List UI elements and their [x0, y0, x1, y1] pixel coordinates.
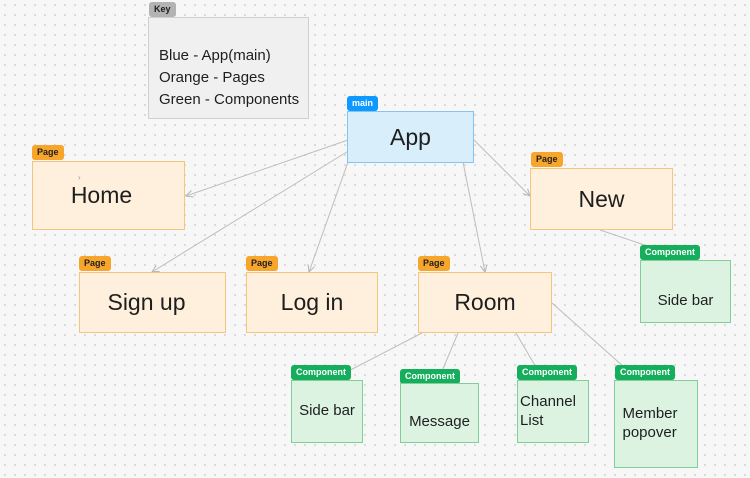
signup-page-node[interactable]: Sign up: [79, 272, 226, 333]
legend-line-blue: Blue - App(main): [159, 47, 271, 64]
edge-app-new: [473, 139, 530, 196]
new-page-label: New: [578, 185, 625, 212]
message-component-node[interactable]: Message: [400, 383, 479, 443]
member-popover-component-tag: Component: [615, 365, 675, 380]
new-sidebar-label: Side bar: [657, 292, 714, 310]
app-node-label: App: [390, 123, 431, 150]
member-popover-label: Member popover: [622, 405, 678, 441]
message-component-label: Message: [409, 412, 470, 430]
new-sidebar-component-node[interactable]: Side bar: [640, 260, 731, 323]
home-page-tag: Page: [32, 145, 64, 160]
legend-line-green: Green - Components: [159, 91, 300, 108]
edge-app-signup: [152, 149, 351, 272]
login-page-label: Log in: [280, 289, 344, 316]
cursor-marker-icon: ›: [78, 173, 81, 182]
message-component-tag: Component: [400, 369, 460, 384]
new-sidebar-component-tag: Component: [640, 245, 700, 260]
room-sidebar-label: Side bar: [299, 402, 355, 420]
signup-page-tag: Page: [79, 256, 111, 271]
key-tag: Key: [149, 2, 176, 17]
new-page-tag: Page: [531, 152, 563, 167]
home-page-label: Home: [70, 182, 133, 209]
channel-list-component-tag: Component: [517, 365, 577, 380]
edge-room-memberpopover: [551, 302, 633, 375]
legend-key-box[interactable]: Blue - App(main) Orange - Pages Green - …: [148, 17, 309, 119]
channel-list-component-node[interactable]: Channel List: [517, 380, 589, 443]
edge-app-room: [462, 161, 485, 272]
room-page-node[interactable]: Room: [418, 272, 552, 333]
home-page-node[interactable]: Home: [32, 161, 185, 230]
member-popover-component-node[interactable]: Member popover: [614, 380, 698, 468]
login-page-tag: Page: [246, 256, 278, 271]
edge-app-login: [309, 161, 349, 272]
login-page-node[interactable]: Log in: [246, 272, 378, 333]
signup-page-label: Sign up: [107, 289, 186, 316]
room-sidebar-component-node[interactable]: Side bar: [291, 380, 363, 443]
app-node[interactable]: App: [347, 111, 474, 163]
channel-list-label: Channel List: [520, 392, 576, 429]
room-page-tag: Page: [418, 256, 450, 271]
edge-app-home: [186, 139, 349, 196]
app-main-tag: main: [347, 96, 379, 111]
new-page-node[interactable]: New: [530, 168, 673, 230]
room-sidebar-component-tag: Component: [291, 365, 351, 380]
legend-line-orange: Orange - Pages: [159, 69, 265, 86]
room-page-label: Room: [454, 289, 516, 316]
